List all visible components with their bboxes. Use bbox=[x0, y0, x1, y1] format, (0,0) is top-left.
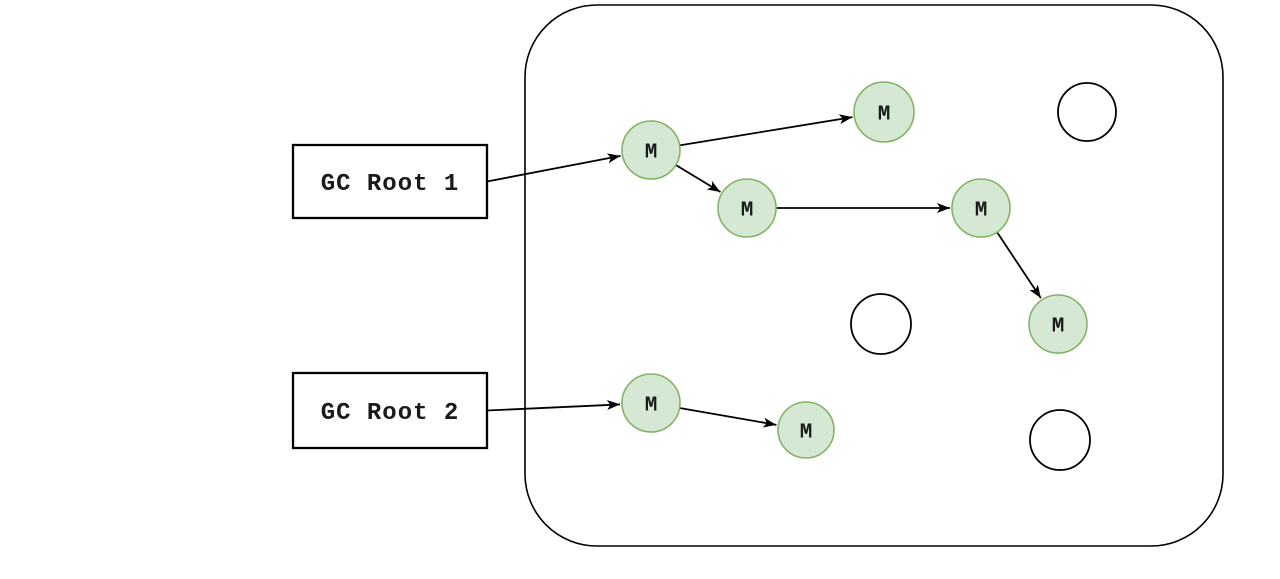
unmarked-object-node bbox=[850, 293, 912, 355]
marked-object-node: M bbox=[1028, 294, 1088, 354]
unmarked-circle bbox=[850, 293, 912, 355]
reference-arrow-root2-to-m6 bbox=[486, 400, 621, 412]
reference-arrow-m4-to-m5 bbox=[996, 231, 1042, 299]
marked-object-node: M bbox=[951, 178, 1011, 238]
unmarked-object-node bbox=[1057, 82, 1117, 142]
marked-circle bbox=[951, 178, 1011, 238]
gc-root-rect bbox=[291, 371, 489, 450]
marked-object-node: M bbox=[621, 120, 681, 180]
node-label: M bbox=[878, 103, 891, 126]
gc-root-label: GC Root 1 bbox=[321, 171, 460, 198]
marked-circle bbox=[621, 120, 681, 180]
marked-object-node: M bbox=[777, 401, 835, 459]
gc-root-box-2: GC Root 2 bbox=[291, 371, 489, 450]
marked-object-node: M bbox=[853, 81, 915, 143]
unmarked-circle bbox=[1029, 409, 1091, 471]
node-label: M bbox=[645, 141, 658, 164]
unmarked-circle bbox=[1057, 82, 1117, 142]
marked-object-node: M bbox=[621, 373, 681, 433]
gc-root-box-1: GC Root 1 bbox=[291, 143, 489, 220]
reference-arrow-m6-to-m7 bbox=[679, 407, 777, 428]
node-label: M bbox=[975, 199, 988, 222]
node-label: M bbox=[1052, 315, 1065, 338]
marked-circle bbox=[853, 81, 915, 143]
marked-circle bbox=[717, 178, 777, 238]
marked-circle bbox=[1028, 294, 1088, 354]
heap-boundary bbox=[524, 4, 1224, 547]
reference-arrow-m1-to-m2 bbox=[679, 114, 853, 147]
reference-arrow-m1-to-m3 bbox=[675, 164, 721, 193]
node-label: M bbox=[800, 421, 813, 444]
reference-arrow-root1-to-m1 bbox=[486, 153, 621, 183]
gc-root-label: GC Root 2 bbox=[321, 400, 460, 427]
unmarked-object-node bbox=[1029, 409, 1091, 471]
gc-root-rect bbox=[291, 143, 489, 220]
marked-circle bbox=[621, 373, 681, 433]
node-label: M bbox=[645, 394, 658, 417]
marked-object-node: M bbox=[717, 178, 777, 238]
marked-circle bbox=[777, 401, 835, 459]
node-label: M bbox=[741, 199, 754, 222]
